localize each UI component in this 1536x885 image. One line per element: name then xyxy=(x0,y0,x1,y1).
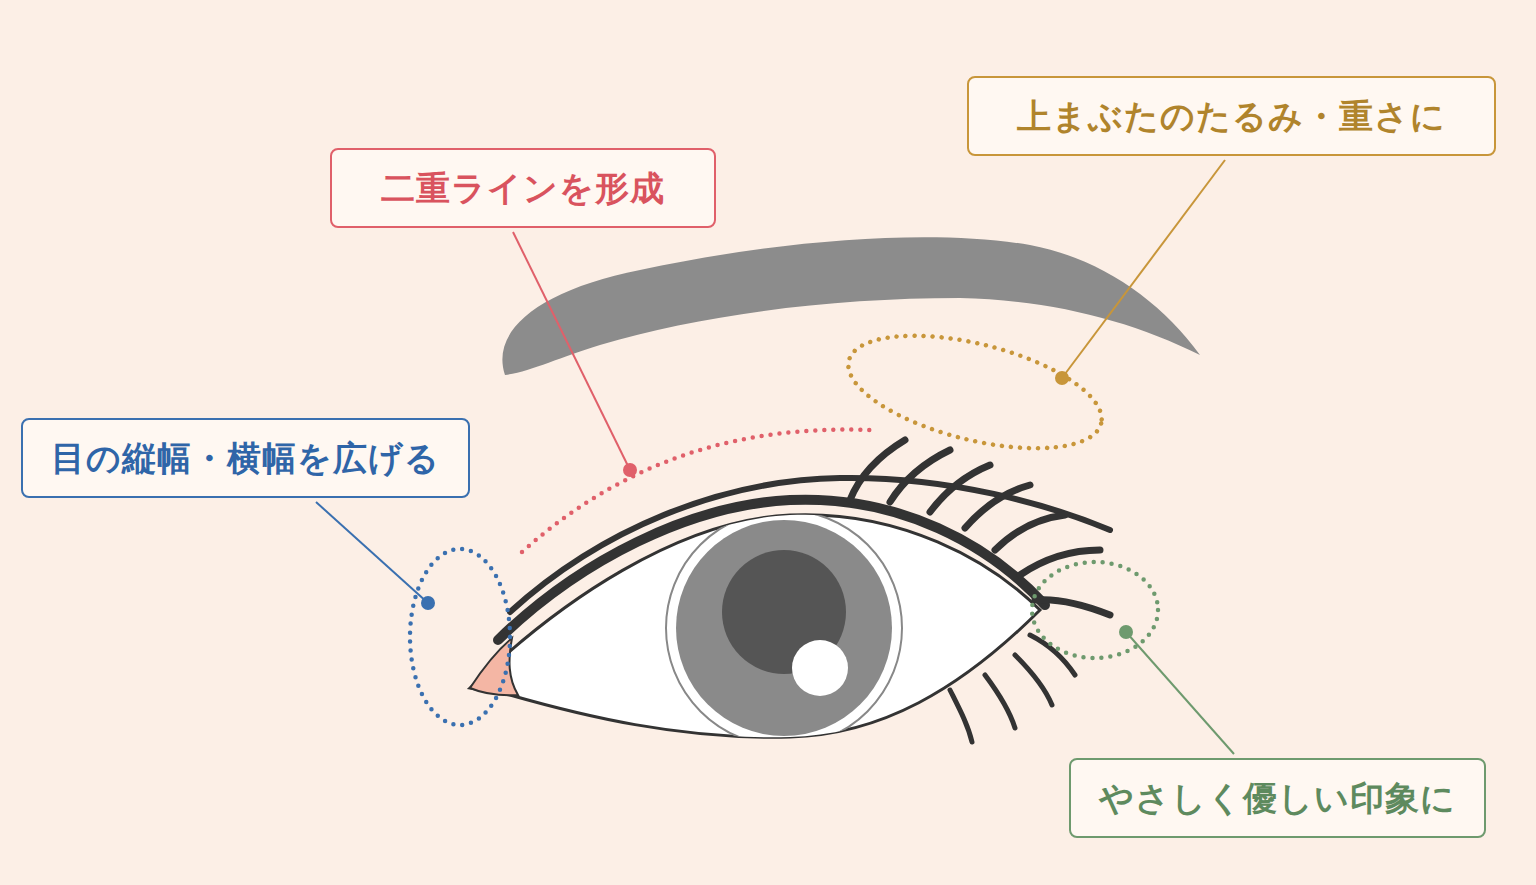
eyelid-crease xyxy=(510,478,1110,612)
leader-dot xyxy=(623,463,637,477)
lower-eyelashes xyxy=(950,635,1075,742)
callout-box: 目の縦幅・横幅を広げる xyxy=(21,418,470,498)
inner-corner-region xyxy=(410,549,510,725)
eyelashes xyxy=(850,440,1110,615)
eyebrow xyxy=(502,237,1200,375)
outer-corner-region xyxy=(1032,562,1158,658)
leader-line xyxy=(1062,160,1225,378)
leader-line xyxy=(316,502,428,603)
callout-box: 二重ラインを形成 xyxy=(330,148,716,228)
upper-lid-region xyxy=(837,314,1113,470)
callout-text: 目の縦幅・横幅を広げる xyxy=(51,438,440,479)
leader-dot xyxy=(421,596,435,610)
callout-text: 上まぶたのたるみ・重さに xyxy=(1017,96,1446,137)
leader-dot xyxy=(1119,625,1133,639)
iris xyxy=(666,510,902,746)
leader-dot xyxy=(1055,371,1069,385)
callout-box: 上まぶたのたるみ・重さに xyxy=(967,76,1496,156)
leader-line xyxy=(513,232,630,470)
upper-lid xyxy=(498,500,1045,640)
callout-box: やさしく優しい印象に xyxy=(1069,758,1486,838)
crease-line xyxy=(522,430,870,552)
callout-text: 二重ラインを形成 xyxy=(381,168,665,209)
callout-text: やさしく優しい印象に xyxy=(1099,778,1456,819)
leader-line xyxy=(1126,632,1234,754)
